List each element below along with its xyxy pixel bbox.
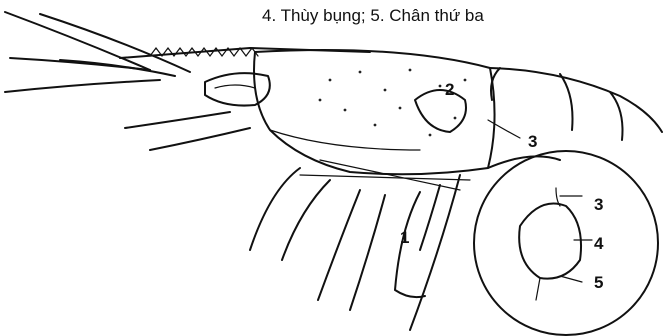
label-3: 3 — [528, 132, 537, 151]
label-1: 1 — [400, 228, 409, 247]
abdomen — [488, 68, 662, 168]
antennae — [5, 12, 250, 150]
eye — [205, 73, 270, 105]
gill-region — [415, 90, 466, 132]
label-5-inset: 5 — [594, 273, 603, 292]
label-4-inset: 4 — [594, 234, 604, 253]
inset-magnifier — [474, 151, 658, 335]
carapace — [254, 50, 495, 174]
walking-legs — [250, 160, 470, 330]
label-2: 2 — [445, 80, 454, 99]
label-3-inset: 3 — [594, 195, 603, 214]
